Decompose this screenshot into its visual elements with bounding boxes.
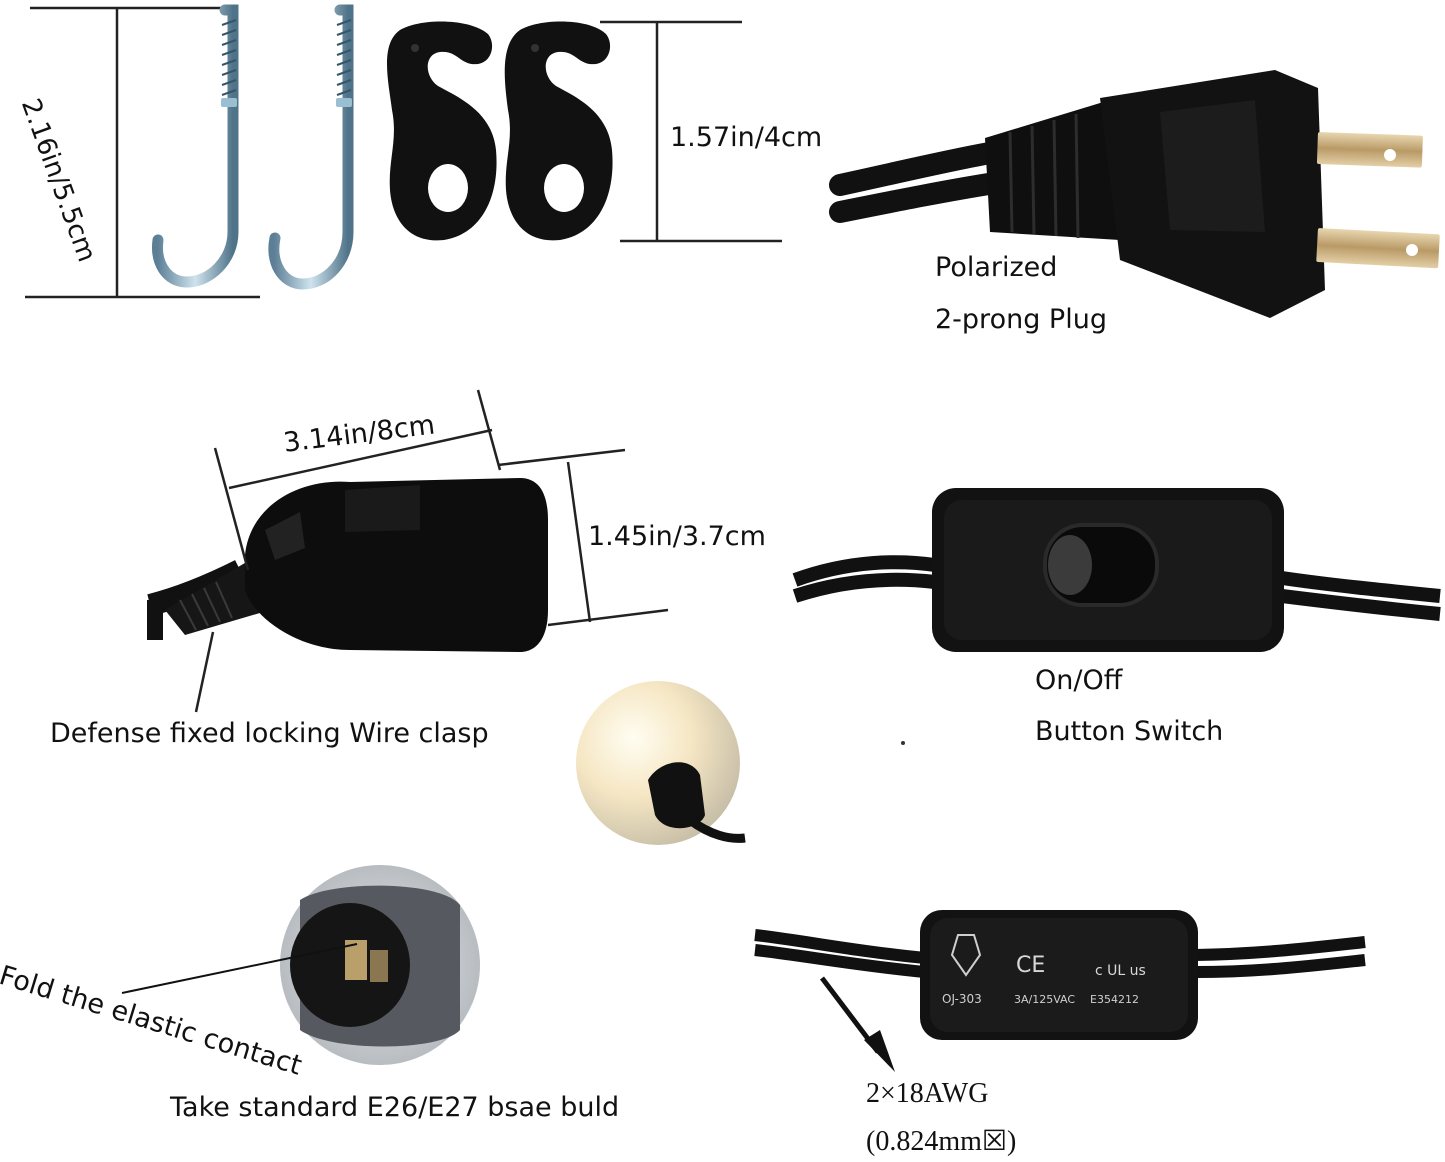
bulb-photo xyxy=(576,681,746,845)
bulb-type-label: Take standard E26/E27 bsae buld xyxy=(170,1092,620,1123)
wire-area-label: (0.824mm☒) xyxy=(866,1126,1017,1157)
rubber-clip-left xyxy=(387,21,497,241)
wire-arrow xyxy=(820,976,895,1072)
clasp-label: Defense fixed locking Wire clasp xyxy=(50,718,489,749)
socket-diameter-label: 1.45in/3.7cm xyxy=(588,521,766,552)
socket-dimension-lines xyxy=(194,389,669,713)
socket-interior-photo xyxy=(280,865,480,1065)
screw-hook-left xyxy=(152,4,239,288)
rubber-clip-right xyxy=(504,21,613,241)
switch-label-line1: On/Off xyxy=(1035,665,1123,696)
switch-rating: 3A/125VAC xyxy=(1014,993,1075,1006)
clip-height-label: 1.57in/4cm xyxy=(670,122,823,153)
inline-switch xyxy=(754,910,1366,1040)
on-off-switch xyxy=(792,488,1441,652)
contact-pointer-line xyxy=(121,943,358,994)
screw-hook-right xyxy=(268,4,354,290)
clip-dimension-lines xyxy=(600,20,782,243)
plug-label-line1: Polarized xyxy=(935,252,1058,283)
wire-gauge-label: 2×18AWG xyxy=(866,1078,989,1109)
switch-model: OJ-303 xyxy=(942,992,982,1006)
plug-label-line2: 2-prong Plug xyxy=(935,304,1107,335)
hook-dimension-lines xyxy=(25,6,260,299)
ce-mark: CE xyxy=(1016,953,1045,978)
ul-mark: c UL us xyxy=(1095,963,1146,979)
switch-label-line2: Button Switch xyxy=(1035,716,1224,747)
switch-code: E354212 xyxy=(1090,993,1139,1006)
lamp-socket xyxy=(147,478,548,652)
polarized-plug xyxy=(829,70,1440,318)
